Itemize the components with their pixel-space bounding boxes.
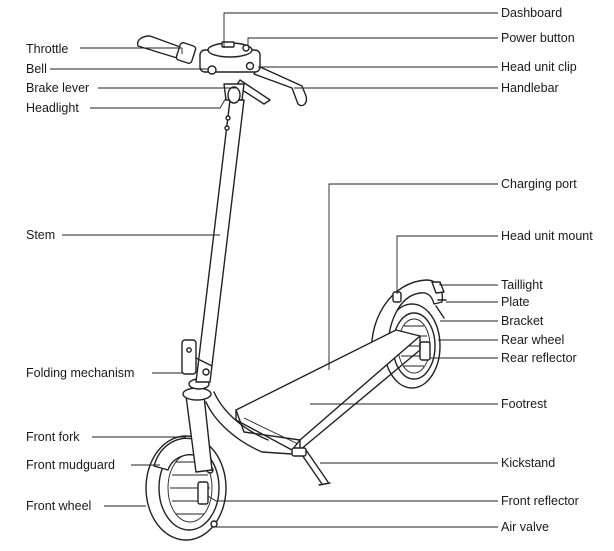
rear-wheel — [383, 303, 441, 389]
bell-shape — [207, 65, 217, 75]
label-bracket: Bracket — [501, 314, 544, 328]
label-front-reflector: Front reflector — [501, 494, 579, 508]
label-rear-wheel: Rear wheel — [501, 333, 564, 347]
label-rear-reflector: Rear reflector — [501, 351, 577, 365]
label-kickstand: Kickstand — [501, 456, 555, 470]
handlebar — [136, 35, 308, 107]
folding-mechanism-shape — [181, 339, 197, 375]
labels-right: Dashboard Power button Head unit clip Ha… — [501, 6, 593, 534]
rear-reflector-shape — [419, 341, 431, 361]
air-valve-shape — [210, 520, 218, 528]
label-taillight: Taillight — [501, 278, 543, 292]
kickstand — [291, 447, 331, 486]
label-power-button: Power button — [501, 31, 575, 45]
label-footrest: Footrest — [501, 397, 547, 411]
labels-left: Throttle Bell Brake lever Headlight Stem… — [26, 42, 134, 513]
label-handlebar: Handlebar — [501, 81, 559, 95]
label-plate: Plate — [501, 295, 530, 309]
leader-lines — [50, 12, 498, 528]
front-reflector-shape — [197, 481, 209, 505]
deck — [205, 329, 421, 455]
label-air-valve: Air valve — [501, 520, 549, 534]
stem — [181, 99, 245, 383]
label-headlight: Headlight — [26, 101, 79, 115]
label-front-wheel: Front wheel — [26, 499, 91, 513]
label-front-fork: Front fork — [26, 430, 80, 444]
power-button-shape — [242, 44, 250, 52]
label-charging-port: Charging port — [501, 177, 577, 191]
label-bell: Bell — [26, 62, 47, 76]
label-brake-lever: Brake lever — [26, 81, 89, 95]
label-front-mudguard: Front mudguard — [26, 458, 115, 472]
label-folding-mechanism: Folding mechanism — [26, 366, 134, 380]
label-dashboard: Dashboard — [501, 6, 562, 20]
label-head-unit-mount: Head unit mount — [501, 229, 593, 243]
label-head-unit-clip: Head unit clip — [501, 60, 577, 74]
label-stem: Stem — [26, 228, 55, 242]
scooter-illustration — [136, 35, 447, 541]
label-throttle: Throttle — [26, 42, 68, 56]
